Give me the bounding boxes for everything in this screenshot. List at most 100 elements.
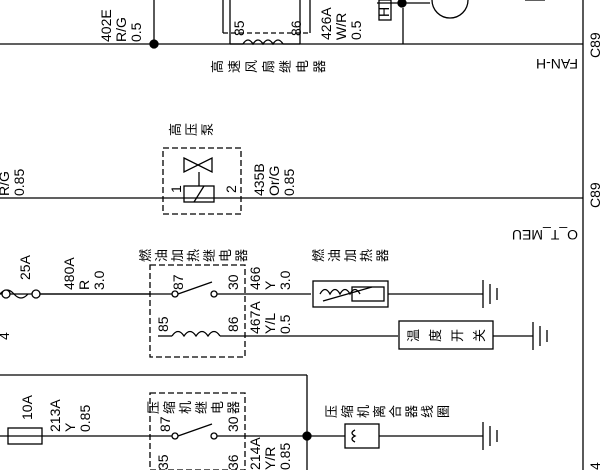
pump-symbol <box>183 156 213 174</box>
fuel-relay-char-5: 电 <box>219 249 234 262</box>
clutch-char-6: 线 <box>421 405 436 418</box>
label-pump-pin2: 2 <box>223 185 239 193</box>
label-213a: 213A <box>47 399 63 432</box>
label-pump-pin1: 1 <box>168 185 184 193</box>
label-467a: 467A <box>247 301 263 334</box>
temp-switch-char-3: 关 <box>473 329 488 342</box>
fuel-relay-char-2: 加 <box>171 249 186 262</box>
label-pin87-b: 87 <box>157 416 173 432</box>
comp-relay-box <box>149 392 246 470</box>
label-435b-color: Or/G <box>266 166 282 196</box>
label-213a-size: 0.85 <box>77 405 93 432</box>
coil-fuel-relay <box>171 330 221 338</box>
hs-relay-char-2: 风 <box>245 60 260 73</box>
label-214a: 214A <box>247 437 263 470</box>
clutch-char-1: 缩 <box>340 405 356 418</box>
label-435b-size: 0.85 <box>281 169 297 196</box>
clutch-char-2: 机 <box>357 405 372 418</box>
label-426a: 426A <box>318 7 334 40</box>
label-rg-color: R/G <box>0 171 12 196</box>
label-c89: C89 <box>587 182 603 208</box>
comp-relay-char-5: 器 <box>227 401 242 414</box>
temp-switch-char-0: 温 <box>407 329 422 342</box>
clutch-char-3: 离 <box>372 405 388 418</box>
label-25a: 25A <box>17 254 33 280</box>
label-pin85-a: 85 <box>155 316 171 332</box>
heater-char-4: 器 <box>376 249 391 262</box>
hs-relay-char-3: 扇 <box>261 60 277 73</box>
clutch-coil-box <box>344 423 380 449</box>
fuse-10a <box>7 427 43 445</box>
label-pin85-top: 85 <box>231 20 247 36</box>
fuel-relay-char-1: 油 <box>155 249 170 262</box>
comp-relay-char-3: 继 <box>195 401 210 414</box>
fuel-relay-char-3: 热 <box>187 249 202 262</box>
clutch-char-7: 圈 <box>437 405 452 418</box>
label-426a-size: 0.5 <box>348 20 364 40</box>
label-pin30-b: 30 <box>225 416 241 432</box>
comp-relay-char-1: 缩 <box>162 401 178 414</box>
label-214a-color: Y/R <box>262 447 278 470</box>
fuel-relay-box <box>149 264 246 358</box>
label-213a-color: Y <box>62 422 78 432</box>
label-rg-size: 0.85 <box>11 169 27 196</box>
label-402e-size: 0.5 <box>128 22 144 42</box>
heater-coil <box>319 288 361 296</box>
label-o-t-meu: O_T_MEU <box>512 227 578 243</box>
label-c89-top: C89 <box>587 32 603 58</box>
label-fan-h: FAN-H <box>536 56 578 72</box>
label-214a-size: 0.85 <box>277 443 293 470</box>
comp-relay-char-0: 压 <box>147 401 162 414</box>
label-10a: 10A <box>19 394 35 420</box>
temp-switch-box <box>398 320 494 350</box>
label-pin87-a: 87 <box>170 274 186 290</box>
fuel-relay-char-0: 燃 <box>138 249 154 262</box>
heater-char-2: 加 <box>344 249 359 262</box>
label-480a: 480A <box>61 257 77 290</box>
label-480a-color: R <box>76 280 92 290</box>
label-pin85-b: 35 <box>155 454 171 470</box>
label-402e-color: R/G <box>113 17 129 42</box>
label-467a-color: Y/L <box>262 313 278 334</box>
junction-dot-comp <box>302 431 312 441</box>
fuel-relay-char-4: 继 <box>203 249 218 262</box>
motor-symbol <box>431 0 469 19</box>
heater-char-1: 油 <box>328 249 343 262</box>
label-pin86-b: 36 <box>225 454 241 470</box>
label-402e: 402E <box>98 9 114 42</box>
hs-relay-char-4: 继 <box>279 60 294 73</box>
label-435b: 435B <box>251 163 267 196</box>
clutch-char-4: 合 <box>389 405 404 418</box>
heater-char-0: 燃 <box>311 249 327 262</box>
temp-switch-char-2: 开 <box>451 329 466 342</box>
pump-char-0: 高 <box>168 123 184 136</box>
hs-relay-char-0: 高 <box>210 60 226 73</box>
label-466: 466 <box>247 266 263 290</box>
coil-high-speed-relay <box>242 39 284 46</box>
temp-switch-char-1: 度 <box>428 329 444 342</box>
label-467a-size: 0.5 <box>277 314 293 334</box>
label-pin30-a: 30 <box>225 274 241 290</box>
label-pin86-a: 86 <box>225 316 241 332</box>
pump-char-1: 压 <box>185 123 200 136</box>
clutch-char-5: 器 <box>405 405 420 418</box>
hs-relay-char-1: 速 <box>228 60 243 73</box>
comp-relay-char-4: 电 <box>211 401 226 414</box>
label-480a-size: 3.0 <box>91 270 107 290</box>
pump-box <box>162 147 242 215</box>
label-pin86-top: 86 <box>288 20 304 36</box>
pump-char-2: 泵 <box>201 123 216 136</box>
label-466-size: 3.0 <box>277 270 293 290</box>
label-426a-color: W/R <box>333 13 349 40</box>
hs-relay-char-6: 器 <box>313 60 328 73</box>
hs-relay-char-5: 电 <box>296 60 311 73</box>
heater-char-3: 热 <box>360 249 375 262</box>
label-h-mark: H <box>376 7 392 17</box>
fuel-relay-char-6: 器 <box>235 249 250 262</box>
comp-relay-char-2: 机 <box>179 401 194 414</box>
label-bottom-right: 4 <box>587 462 603 470</box>
label-left-partial: 4 <box>0 332 12 340</box>
clutch-char-0: 压 <box>325 405 340 418</box>
label-466-color: Y <box>262 280 278 290</box>
